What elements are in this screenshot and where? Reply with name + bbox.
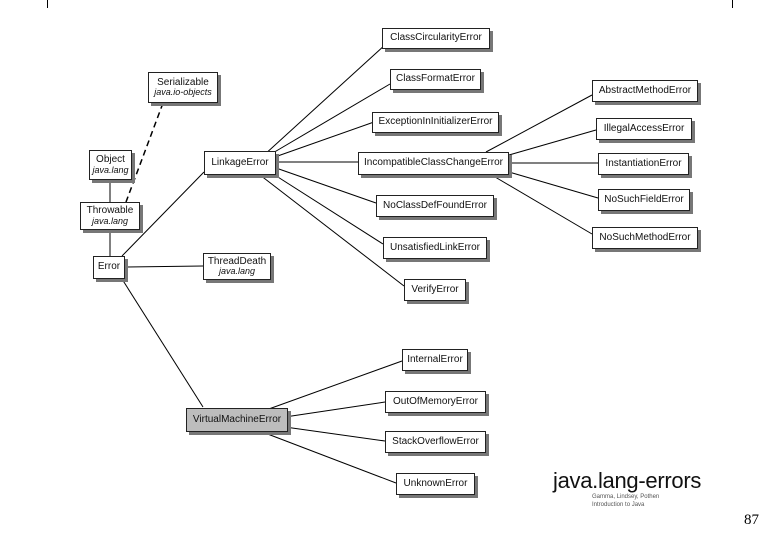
- node-error: Error: [93, 256, 125, 279]
- node-incompatible-class-change-error-name: IncompatibleClassChangeError: [364, 157, 503, 169]
- diagram-caption-line-1: Gamma, Lindsey, Pothen: [592, 494, 660, 500]
- node-serializable-package: java.io-objects: [154, 87, 212, 98]
- node-class-circularity-error: ClassCircularityError: [382, 28, 490, 49]
- node-no-such-method-error-name: NoSuchMethodError: [599, 231, 691, 243]
- edge-linkage-format: [265, 83, 391, 158]
- node-stack-overflow-error-name: StackOverflowError: [392, 435, 479, 447]
- node-virtual-machine-error: VirtualMachineError: [186, 408, 288, 432]
- diagram-caption-line-2: Introduction to Java: [592, 502, 645, 508]
- node-throwable: Throwable java.lang: [80, 202, 140, 230]
- node-internal-error-name: InternalError: [407, 353, 463, 365]
- edge-incompatible-illegal: [508, 129, 597, 156]
- edge-vme-stackoverflow: [284, 426, 386, 442]
- diagram-caption-title: java.lang-errors: [553, 468, 702, 493]
- node-error-name: Error: [97, 261, 121, 273]
- node-unknown-error-name: UnknownError: [403, 477, 468, 489]
- node-abstract-method-error-name: AbstractMethodError: [598, 84, 692, 96]
- edge-vme-outofmemory: [284, 401, 386, 418]
- node-throwable-name: Throwable: [86, 205, 134, 217]
- node-illegal-access-error: IllegalAccessError: [596, 118, 692, 140]
- edge-linkage-noclassdef: [275, 167, 377, 204]
- node-thread-death: ThreadDeath java.lang: [203, 253, 271, 280]
- node-serializable: Serializable java.io-objects: [148, 72, 218, 103]
- node-object-package: java.lang: [92, 164, 129, 175]
- node-out-of-memory-error: OutOfMemoryError: [385, 391, 486, 413]
- node-virtual-machine-error-name: VirtualMachineError: [192, 413, 282, 425]
- node-unsatisfied-link-error-name: UnsatisfiedLinkError: [389, 241, 481, 253]
- node-instantiation-error-name: InstantiationError: [605, 157, 682, 169]
- node-linkage-error: LinkageError: [204, 151, 276, 175]
- node-object-name: Object: [96, 154, 125, 166]
- node-no-class-def-found-error-name: NoClassDefFoundError: [383, 199, 487, 211]
- node-stack-overflow-error: StackOverflowError: [385, 431, 486, 453]
- edge-linkage-unsatisfied: [269, 171, 384, 245]
- node-linkage-error-name: LinkageError: [211, 156, 269, 168]
- node-object: Object java.lang: [89, 150, 132, 180]
- node-exception-in-initializer-error-name: ExceptionInInitializerError: [378, 116, 493, 128]
- node-no-class-def-found-error: NoClassDefFoundError: [376, 195, 494, 217]
- page-number: 87: [744, 512, 759, 528]
- left-corner-mark: [47, 0, 48, 8]
- edge-incompatible-abstract: [485, 94, 593, 153]
- edge-incompatible-nosuchfield: [508, 171, 599, 199]
- edge-linkage-exceptioninit: [271, 121, 375, 159]
- node-serializable-name: Serializable: [157, 76, 209, 88]
- edge-error-threaddeath: [124, 265, 204, 268]
- node-no-such-field-error-name: NoSuchFieldError: [604, 193, 684, 205]
- edge-vme-unknown: [264, 432, 397, 484]
- edge-error-vme: [121, 278, 204, 408]
- edge-error-linkage: [121, 171, 205, 257]
- edge-incompatible-nosuchmethod: [489, 173, 593, 235]
- node-illegal-access-error-name: IllegalAccessError: [603, 122, 685, 134]
- node-no-such-field-error: NoSuchFieldError: [598, 189, 690, 211]
- node-instantiation-error: InstantiationError: [598, 153, 689, 175]
- node-class-circularity-error-name: ClassCircularityError: [390, 32, 482, 44]
- node-thread-death-package: java.lang: [218, 266, 256, 277]
- node-exception-in-initializer-error: ExceptionInInitializerError: [372, 112, 499, 133]
- node-unsatisfied-link-error: UnsatisfiedLinkError: [383, 237, 487, 259]
- node-no-such-method-error: NoSuchMethodError: [592, 227, 698, 249]
- edge-vme-internal: [265, 360, 403, 411]
- node-class-format-error: ClassFormatError: [390, 69, 481, 90]
- node-abstract-method-error: AbstractMethodError: [592, 80, 698, 102]
- node-class-format-error-name: ClassFormatError: [396, 73, 475, 85]
- right-corner-mark: [732, 0, 733, 8]
- edge-linkage-verify: [259, 174, 405, 287]
- node-incompatible-class-change-error: IncompatibleClassChangeError: [358, 152, 509, 175]
- node-throwable-package: java.lang: [91, 215, 129, 226]
- node-verify-error: VerifyError: [404, 279, 466, 301]
- edge-linkage-circularity: [262, 43, 387, 157]
- edge-serializable-throwable: [125, 102, 164, 203]
- node-out-of-memory-error-name: OutOfMemoryError: [392, 395, 478, 407]
- node-internal-error: InternalError: [402, 349, 468, 371]
- node-unknown-error: UnknownError: [396, 473, 475, 495]
- node-verify-error-name: VerifyError: [411, 283, 459, 295]
- node-thread-death-name: ThreadDeath: [207, 255, 267, 267]
